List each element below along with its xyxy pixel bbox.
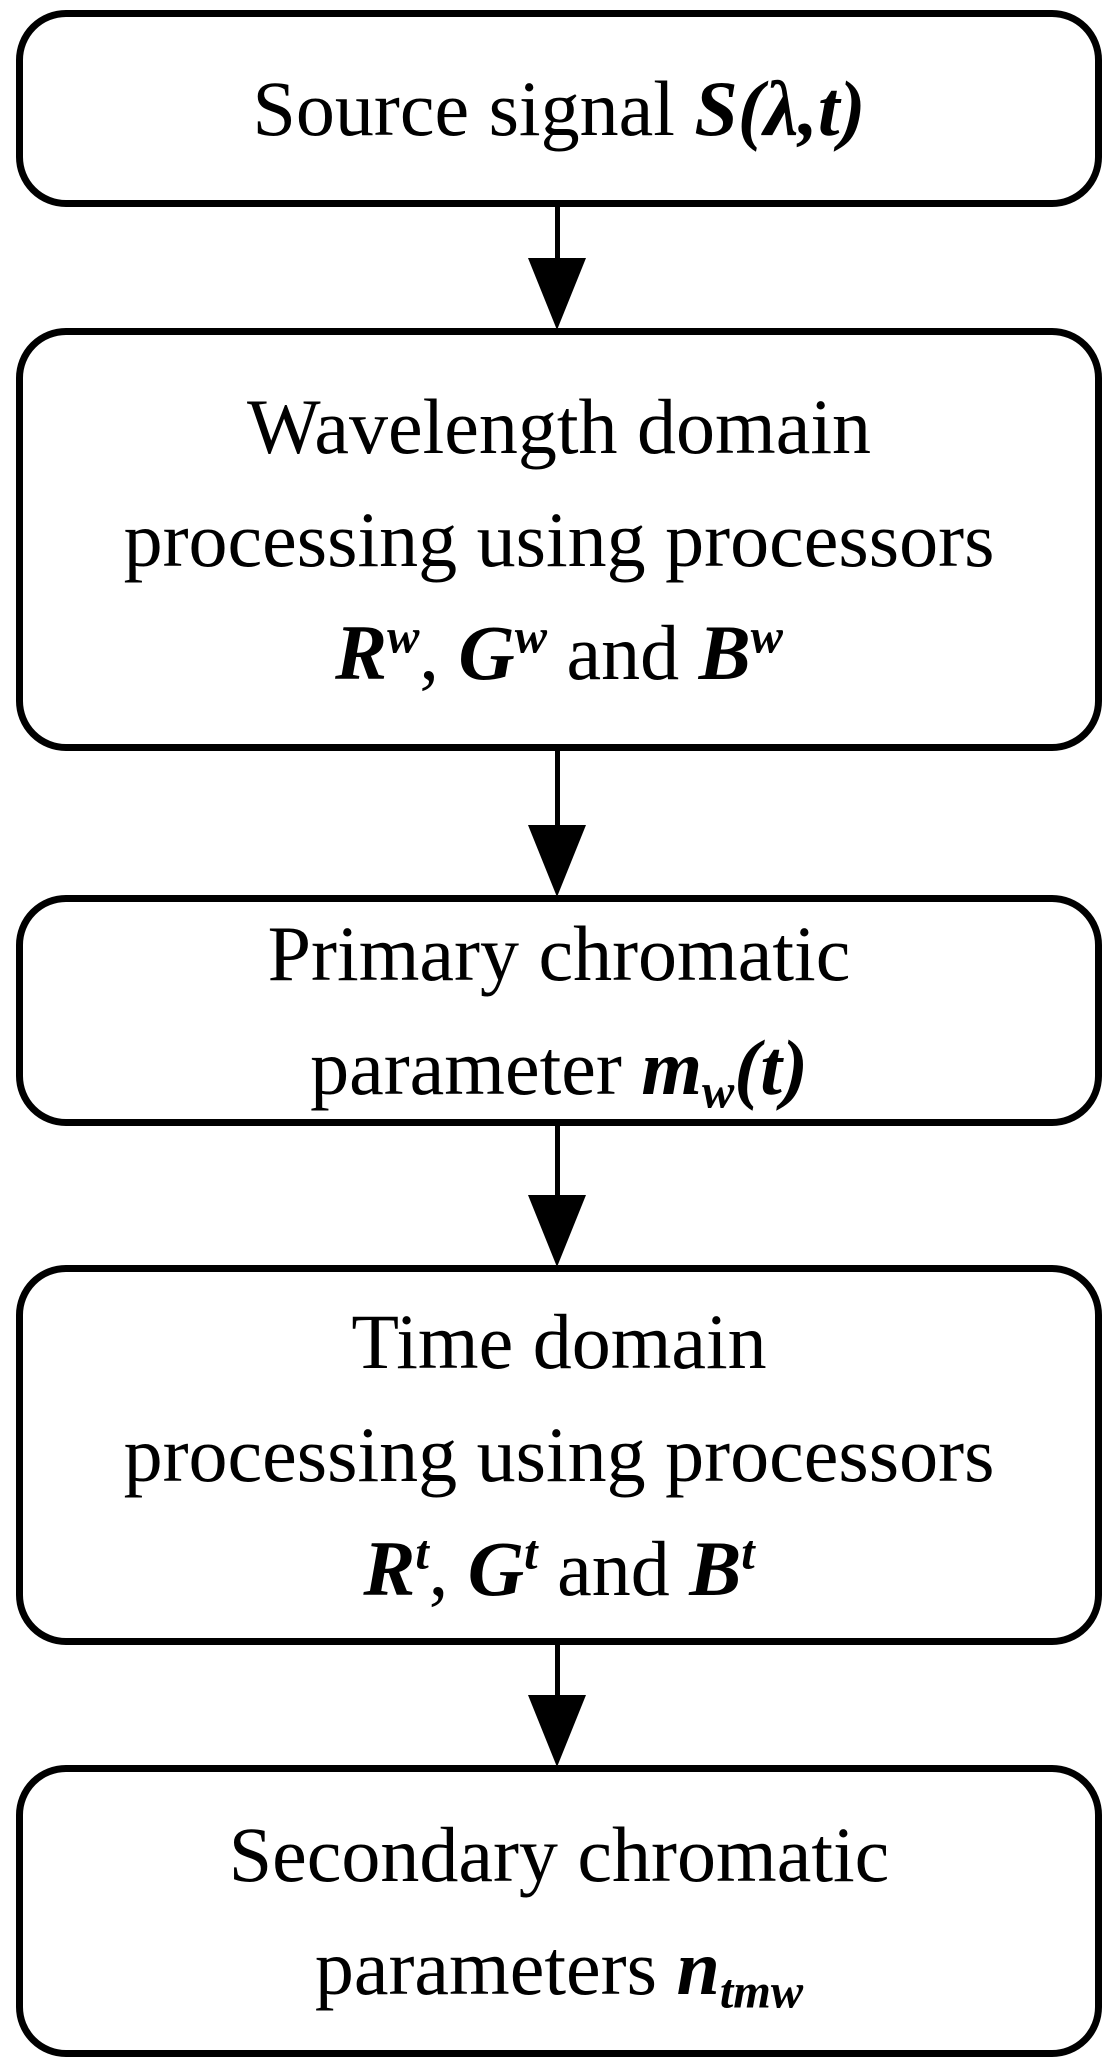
node-text-line: Secondary chromatic xyxy=(228,1810,890,1898)
flowchart-node-source-signal: Source signal S(λ,t) xyxy=(16,10,1102,207)
flowchart-node-secondary-chromatic-parameters: Secondary chromatic parameters ntmw xyxy=(16,1765,1102,2057)
flow-arrowhead-icon xyxy=(528,825,586,897)
flow-arrow-line xyxy=(554,207,560,258)
node-text-line: processing using processors xyxy=(123,1411,995,1499)
node-text-line: parameter mw(t) xyxy=(310,1023,808,1119)
node-text-line: parameters ntmw xyxy=(314,1924,804,2019)
flow-arrow-line xyxy=(554,1645,560,1695)
flow-arrowhead-icon xyxy=(528,1695,586,1767)
node-text-line: Rt, Gt and Bt xyxy=(363,1524,755,1612)
node-text-line: Rw, Gw and Bw xyxy=(335,609,783,697)
flow-arrow-2 xyxy=(528,751,586,897)
node-text-line: Source signal S(λ,t) xyxy=(252,64,866,152)
flow-arrow-3 xyxy=(528,1126,586,1267)
flowchart-node-wavelength-domain-processing: Wavelength domain processing using proces… xyxy=(16,328,1102,751)
node-text-line: Time domain xyxy=(351,1298,767,1386)
flow-arrowhead-icon xyxy=(528,258,586,330)
node-text-line: processing using processors xyxy=(123,495,995,583)
flow-arrow-line xyxy=(554,751,560,825)
flow-arrowhead-icon xyxy=(528,1195,586,1267)
flowchart-node-primary-chromatic-parameter: Primary chromatic parameter mw(t) xyxy=(16,895,1102,1126)
node-text-line: Wavelength domain xyxy=(246,382,872,470)
flow-arrow-1 xyxy=(528,207,586,330)
flow-arrow-line xyxy=(554,1126,560,1195)
node-text-line: Primary chromatic xyxy=(267,910,851,998)
flow-arrow-4 xyxy=(528,1645,586,1767)
